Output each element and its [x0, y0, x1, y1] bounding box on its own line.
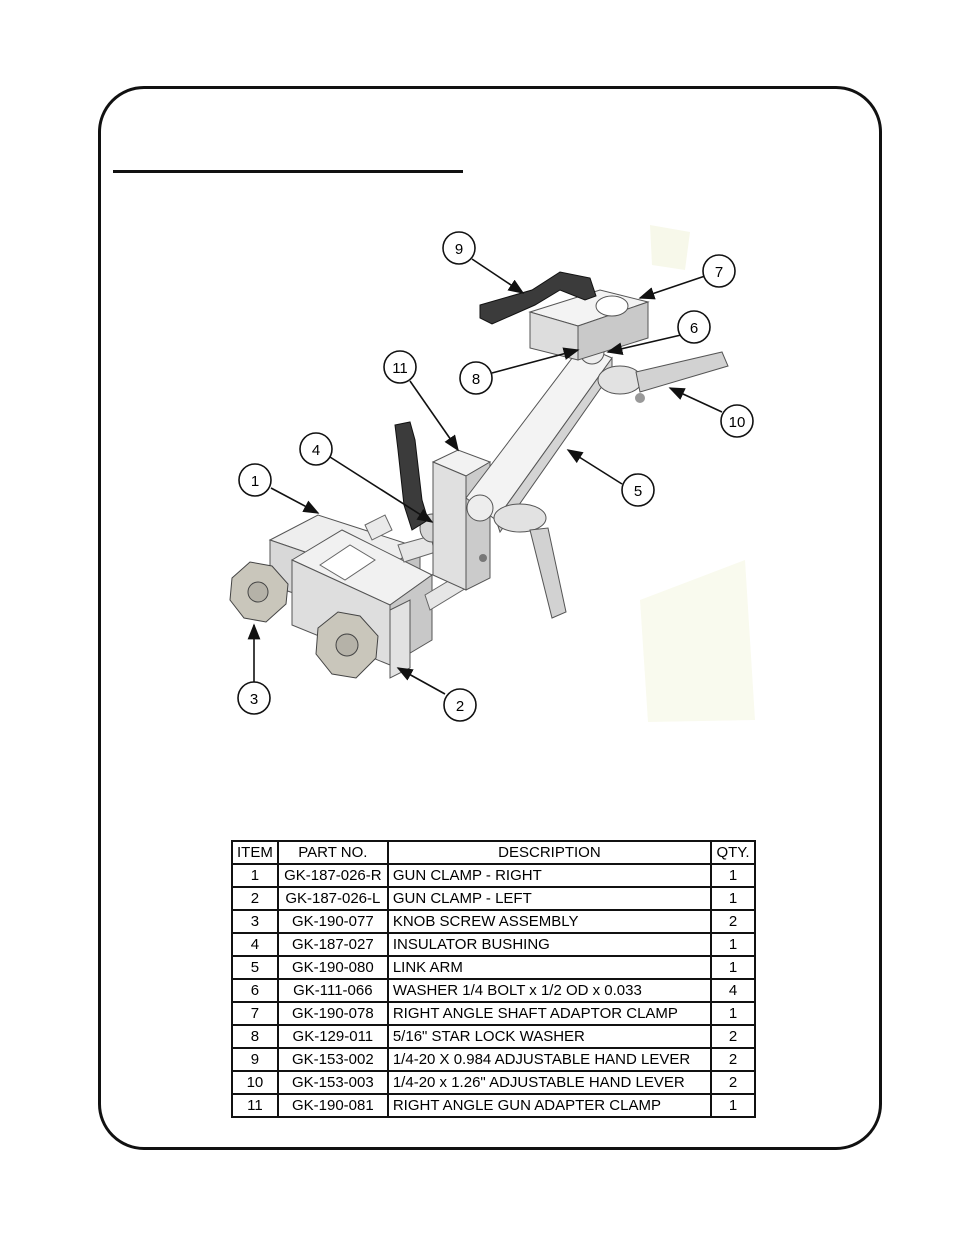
leader-lines — [247, 258, 723, 695]
cell-qty: 1 — [710, 863, 756, 888]
balloon-1: 1 — [238, 463, 272, 497]
cell-item: 6 — [231, 978, 279, 1003]
cell-part-no: GK-153-002 — [276, 1047, 389, 1072]
balloon-10: 10 — [720, 404, 754, 438]
cell-description: KNOB SCREW ASSEMBLY — [386, 909, 713, 934]
header-description: DESCRIPTION — [386, 840, 713, 865]
cell-description: RIGHT ANGLE SHAFT ADAPTOR CLAMP — [386, 1001, 713, 1026]
table-row: 1 GK-187-026-R GUN CLAMP - RIGHT 1 — [231, 863, 756, 888]
hand-lever-9-upper — [479, 271, 597, 325]
balloon-label: 6 — [690, 320, 698, 337]
cell-qty: 2 — [710, 1070, 756, 1095]
table-row: 5 GK-190-080 LINK ARM 1 — [231, 955, 756, 980]
balloon-11: 11 — [383, 350, 417, 384]
cell-description: GUN CLAMP - LEFT — [386, 886, 713, 911]
cell-qty: 2 — [710, 1024, 756, 1049]
cell-part-no: GK-187-026-R — [276, 863, 389, 888]
cell-item: 7 — [231, 1001, 279, 1026]
cell-item: 8 — [231, 1024, 279, 1049]
cell-description: GUN CLAMP - RIGHT — [386, 863, 713, 888]
header-item: ITEM — [231, 840, 279, 865]
cell-description: INSULATOR BUSHING — [386, 932, 713, 957]
knob-screw-left — [229, 561, 289, 623]
cell-item: 11 — [231, 1093, 279, 1118]
page-border — [98, 86, 882, 1150]
table-header-row: ITEM PART NO. DESCRIPTION QTY. — [231, 840, 756, 865]
hand-lever-10-lower — [493, 503, 567, 619]
title-underline — [113, 170, 463, 173]
header-part-no: PART NO. — [276, 840, 389, 865]
table-row: 6 GK-111-066 WASHER 1/4 BOLT x 1/2 OD x … — [231, 978, 756, 1003]
cell-part-no: GK-190-078 — [276, 1001, 389, 1026]
balloon-9: 9 — [442, 231, 476, 265]
hand-lever-10-upper — [597, 351, 729, 403]
cell-qty: 1 — [710, 1093, 756, 1118]
cell-part-no: GK-190-081 — [276, 1093, 389, 1118]
balloon-label: 8 — [472, 371, 480, 388]
table-row: 3 GK-190-077 KNOB SCREW ASSEMBLY 2 — [231, 909, 756, 934]
cell-part-no: GK-129-011 — [276, 1024, 389, 1049]
cell-item: 4 — [231, 932, 279, 957]
cell-qty: 1 — [710, 886, 756, 911]
balloon-label: 10 — [729, 414, 746, 431]
background-smudge — [650, 225, 690, 270]
header-qty: QTY. — [710, 840, 756, 865]
balloon-5: 5 — [621, 473, 655, 507]
cell-qty: 4 — [710, 978, 756, 1003]
cell-qty: 2 — [710, 909, 756, 934]
balloon-4: 4 — [299, 432, 333, 466]
table-row: 10 GK-153-003 1/4-20 x 1.26" ADJUSTABLE … — [231, 1070, 756, 1095]
table-row: 11 GK-190-081 RIGHT ANGLE GUN ADAPTER CL… — [231, 1093, 756, 1118]
table-row: 7 GK-190-078 RIGHT ANGLE SHAFT ADAPTOR C… — [231, 1001, 756, 1026]
cell-item: 3 — [231, 909, 279, 934]
cell-item: 9 — [231, 1047, 279, 1072]
table-row: 4 GK-187-027 INSULATOR BUSHING 1 — [231, 932, 756, 957]
cell-part-no: GK-187-027 — [276, 932, 389, 957]
cell-part-no: GK-153-003 — [276, 1070, 389, 1095]
cell-qty: 1 — [710, 955, 756, 980]
knob-screw-right — [315, 611, 379, 679]
cell-description: 1/4-20 x 1.26" ADJUSTABLE HAND LEVER — [386, 1070, 713, 1095]
cell-description: RIGHT ANGLE GUN ADAPTER CLAMP — [386, 1093, 713, 1118]
cell-item: 10 — [231, 1070, 279, 1095]
balloon-label: 4 — [312, 442, 320, 459]
cell-qty: 1 — [710, 932, 756, 957]
balloon-label: 2 — [456, 698, 464, 715]
balloon-6: 6 — [677, 310, 711, 344]
cell-part-no: GK-190-080 — [276, 955, 389, 980]
cell-description: WASHER 1/4 BOLT x 1/2 OD x 0.033 — [386, 978, 713, 1003]
balloon-7: 7 — [702, 254, 736, 288]
cell-part-no: GK-111-066 — [276, 978, 389, 1003]
cell-qty: 2 — [710, 1047, 756, 1072]
balloon-8: 8 — [459, 361, 493, 395]
cell-item: 1 — [231, 863, 279, 888]
parts-table: ITEM PART NO. DESCRIPTION QTY. 1 GK-187-… — [231, 840, 756, 1118]
balloon-label: 3 — [250, 691, 258, 708]
balloon-label: 5 — [634, 483, 642, 500]
hand-lever-9-lower — [394, 421, 429, 531]
cell-item: 5 — [231, 955, 279, 980]
cell-item: 2 — [231, 886, 279, 911]
cell-qty: 1 — [710, 1001, 756, 1026]
cell-description: LINK ARM — [386, 955, 713, 980]
cell-part-no: GK-190-077 — [276, 909, 389, 934]
background-smudge — [640, 560, 755, 722]
balloon-label: 9 — [455, 241, 463, 258]
table-row: 9 GK-153-002 1/4-20 X 0.984 ADJUSTABLE H… — [231, 1047, 756, 1072]
balloon-label: 11 — [392, 360, 408, 377]
cell-description: 5/16" STAR LOCK WASHER — [386, 1024, 713, 1049]
balloon-label: 7 — [715, 264, 723, 281]
cell-part-no: GK-187-026-L — [276, 886, 389, 911]
cell-description: 1/4-20 X 0.984 ADJUSTABLE HAND LEVER — [386, 1047, 713, 1072]
table-row: 8 GK-129-011 5/16" STAR LOCK WASHER 2 — [231, 1024, 756, 1049]
table-row: 2 GK-187-026-L GUN CLAMP - LEFT 1 — [231, 886, 756, 911]
balloon-2: 2 — [443, 688, 477, 722]
balloon-3: 3 — [237, 681, 271, 715]
balloon-label: 1 — [251, 473, 259, 490]
right-angle-shaft-adaptor-clamp — [528, 289, 650, 361]
